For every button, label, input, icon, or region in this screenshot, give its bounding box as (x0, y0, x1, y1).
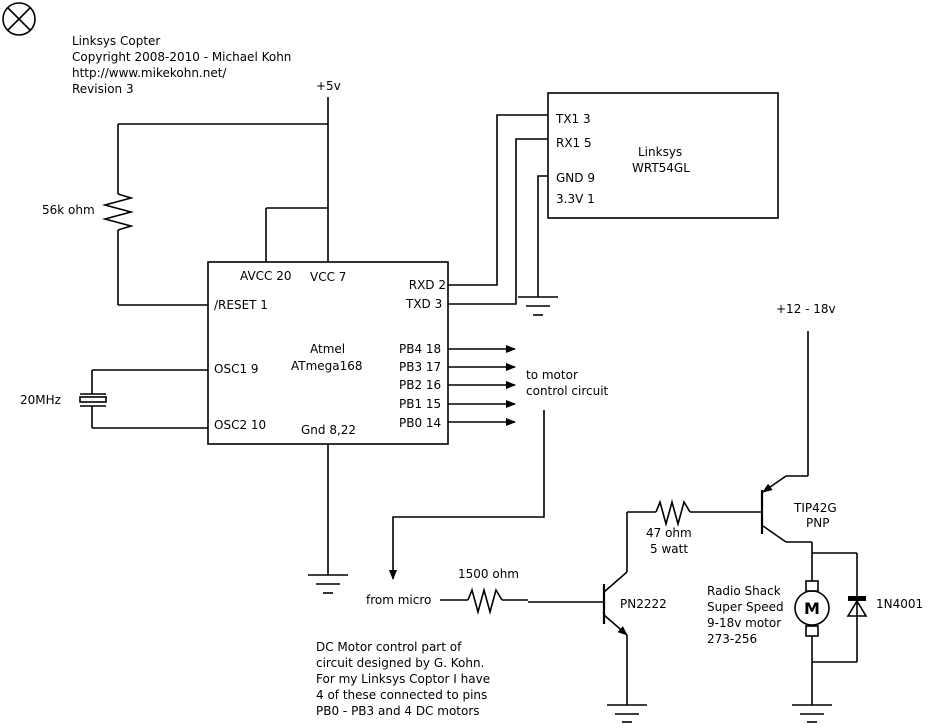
mcu-ground (308, 444, 348, 594)
mcu-rxd-pin: RXD 2 (409, 278, 446, 292)
mcu-txd-pin: TXD 3 (405, 297, 442, 311)
to-motor-label: to motor (526, 368, 578, 382)
crystal-label: 20MHz (20, 393, 61, 407)
resistor-56k-label: 56k ohm (42, 203, 95, 217)
mcu-pb3-pin: PB3 17 (399, 360, 441, 374)
mcu-osc2-pin: OSC2 10 (214, 418, 266, 432)
copyright-text: Copyright 2008-2010 - Michael Kohn (72, 50, 291, 64)
mcu-model: ATmega168 (291, 359, 363, 373)
pnp-type-label: PNP (806, 516, 829, 530)
url-text: http://www.mikekohn.net/ (72, 66, 227, 80)
resistor-47 (627, 498, 762, 528)
resistor-1500-label: 1500 ohm (458, 567, 519, 581)
motor-wires (792, 542, 858, 723)
npn-transistor (602, 512, 647, 723)
mcu-pb2-pin: PB2 16 (399, 378, 441, 392)
resistor-47-label: 47 ohm (646, 526, 692, 540)
note-line-2: circuit designed by G. Kohn. (316, 656, 484, 670)
revision-text: Revision 3 (72, 82, 134, 96)
resistor-56k (101, 124, 208, 306)
mcu-vcc-pin: VCC 7 (310, 270, 346, 284)
note-line-1: DC Motor control part of (316, 640, 462, 654)
signal-route (389, 410, 545, 580)
crossed-circle-icon (2, 2, 36, 36)
resistor-1500 (440, 586, 604, 616)
npn-label: PN2222 (620, 597, 667, 611)
diode-label: 1N4001 (876, 597, 923, 611)
mcu-pb4-pin: PB4 18 (399, 342, 441, 356)
motor-label-2: Super Speed (707, 600, 784, 614)
router-box (547, 92, 779, 219)
mcu-pb1-pin: PB1 15 (399, 397, 441, 411)
router-tx-pin: TX1 3 (555, 112, 591, 126)
mcu-gnd-pin: Gnd 8,22 (301, 423, 356, 437)
motor-label-4: 273-256 (707, 632, 757, 646)
mcu-pb0-pin: PB0 14 (399, 416, 441, 430)
supply-5v-label: +5v (316, 79, 341, 93)
from-micro-label: from micro (366, 593, 431, 607)
motor-circuit-label: control circuit (526, 384, 609, 398)
mcu-avcc-pin: AVCC 20 (240, 269, 292, 283)
router-model: WRT54GL (632, 161, 690, 175)
router-name: Linksys (638, 145, 682, 159)
title-text: Linksys Copter (72, 34, 160, 48)
supply-12v-label: +12 - 18v (776, 302, 836, 316)
resistor-47-watt: 5 watt (650, 542, 688, 556)
diode-icon (846, 596, 868, 617)
supply-5v-wires (118, 97, 329, 262)
crystal-20mhz (79, 369, 208, 429)
router-rx-pin: RX1 5 (556, 136, 592, 150)
pb-output-arrows (448, 345, 516, 426)
note-line-4: 4 of these connected to pins (316, 688, 487, 702)
note-line-3: For my Linksys Coptor I have (316, 672, 490, 686)
motor-label-3: 9-18v motor (707, 616, 781, 630)
mcu-name: Atmel (310, 342, 345, 356)
pnp-label: TIP42G (793, 501, 837, 515)
router-33v-pin: 3.3V 1 (556, 192, 595, 206)
motor-icon (794, 580, 830, 637)
router-gnd-pin: GND 9 (556, 171, 595, 185)
note-line-5: PB0 - PB3 and 4 DC motors (316, 704, 480, 718)
mcu-reset-pin: /RESET 1 (214, 298, 268, 312)
motor-label-1: Radio Shack (707, 584, 781, 598)
motor-symbol: M (804, 599, 820, 618)
serial-wires (448, 114, 558, 316)
pnp-transistor (760, 331, 812, 543)
mcu-osc1-pin: OSC1 9 (214, 362, 259, 376)
